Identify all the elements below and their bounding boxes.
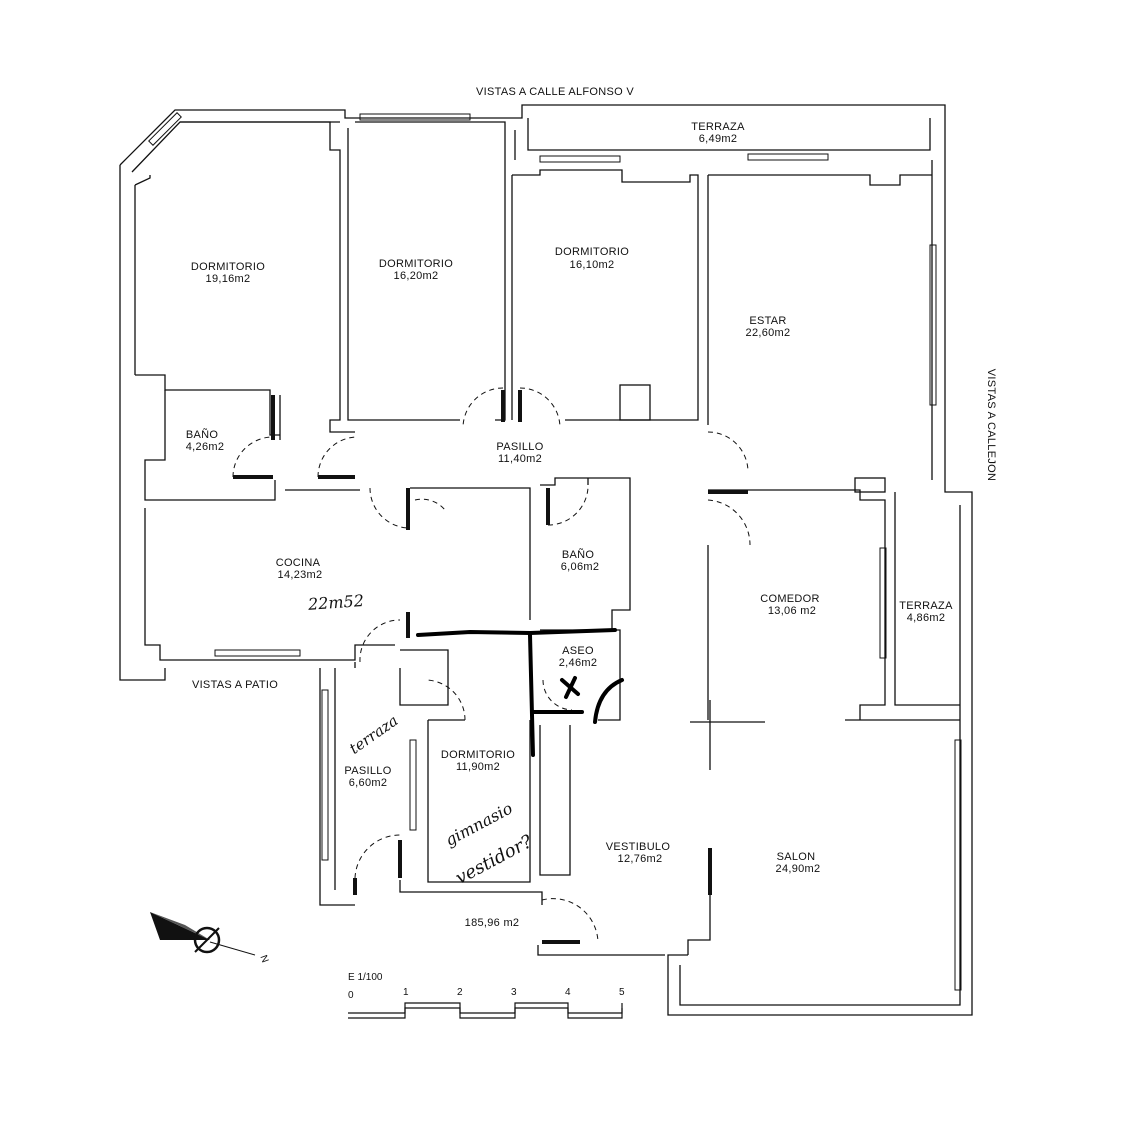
north-arrow-icon: N: [150, 912, 270, 964]
marker-edits: [416, 628, 624, 757]
room-name: ASEO: [562, 645, 594, 657]
room-terraza-top: TERRAZA 6,49m2: [691, 121, 745, 145]
room-estar: ESTAR 22,60m2: [746, 315, 791, 339]
room-pasillo-6-60: PASILLO 6,60m2: [344, 765, 391, 789]
room-name: VESTIBULO: [606, 841, 671, 853]
scale-tick-2: 2: [457, 987, 463, 998]
room-area: 4,26m2: [186, 441, 225, 453]
room-name: COCINA: [276, 557, 321, 569]
room-area: 14,23m2: [278, 569, 323, 581]
room-name: PASILLO: [496, 441, 543, 453]
handwritten-cocina-note: 22m52: [306, 591, 364, 614]
room-dormitorio-19: DORMITORIO 19,16m2: [191, 261, 265, 285]
view-right-label: VISTAS A CALLEJON: [985, 369, 997, 482]
room-area: 16,10m2: [570, 259, 615, 271]
room-area: 16,20m2: [394, 270, 439, 282]
windows: [148, 112, 962, 991]
handwritten-pasillo-note: terraza: [346, 711, 401, 757]
room-area: 24,90m2: [776, 863, 821, 875]
room-dormitorio-16-20: DORMITORIO 16,20m2: [379, 258, 453, 282]
room-bano-6-06: BAÑO 6,06m2: [561, 548, 600, 573]
room-salon: SALON 24,90m2: [776, 851, 821, 875]
room-name: DORMITORIO: [379, 258, 453, 270]
room-area: 12,76m2: [618, 853, 663, 865]
scale-tick-4: 4: [565, 987, 571, 998]
room-name: SALON: [777, 851, 816, 863]
room-area: 6,60m2: [349, 777, 388, 789]
interior-walls: [134, 121, 960, 956]
room-name: BAÑO: [186, 428, 219, 441]
room-area: 13,06 m2: [768, 605, 816, 617]
door-swings: [232, 387, 751, 943]
total-area: 185,96 m2: [465, 917, 520, 929]
room-name: BAÑO: [562, 548, 595, 561]
room-vestibulo: VESTIBULO 12,76m2: [606, 841, 671, 865]
scale-tick-1: 1: [403, 987, 409, 998]
scale-tick-3: 3: [511, 987, 517, 998]
north-label: N: [257, 954, 270, 965]
room-bano-4-26: BAÑO 4,26m2: [186, 428, 225, 453]
room-area: 2,46m2: [559, 657, 598, 669]
room-area: 6,49m2: [699, 133, 738, 145]
room-area: 22,60m2: [746, 327, 791, 339]
wall-stubs: [233, 390, 748, 944]
view-top-label: VISTAS A CALLE ALFONSO V: [476, 86, 634, 98]
room-area: 19,16m2: [206, 273, 251, 285]
room-terraza-right: TERRAZA 4,86m2: [899, 600, 953, 624]
room-area: 6,06m2: [561, 561, 600, 573]
scale-tick-0: 0: [348, 990, 354, 1001]
room-name: TERRAZA: [899, 600, 953, 612]
room-pasillo-11-40: PASILLO 11,40m2: [496, 441, 543, 465]
room-cocina: COCINA 14,23m2: [276, 557, 323, 581]
room-name: DORMITORIO: [441, 749, 515, 761]
room-name: TERRAZA: [691, 121, 745, 133]
scale-tick-5: 5: [619, 987, 625, 998]
room-name: ESTAR: [749, 315, 786, 327]
room-comedor: COMEDOR 13,06 m2: [760, 593, 820, 617]
room-name: COMEDOR: [760, 593, 820, 605]
room-area: 11,40m2: [498, 453, 542, 465]
room-aseo: ASEO 2,46m2: [559, 645, 598, 669]
room-name: DORMITORIO: [191, 261, 265, 273]
room-dormitorio-16-10: DORMITORIO 16,10m2: [555, 246, 629, 271]
view-patio-label: VISTAS A PATIO: [192, 679, 278, 691]
room-name: DORMITORIO: [555, 246, 629, 258]
room-dormitorio-11-90: DORMITORIO 11,90m2: [441, 749, 515, 773]
outer-walls: [119, 104, 973, 1016]
scale-label: E 1/100: [348, 972, 383, 983]
room-area: 4,86m2: [907, 612, 946, 624]
room-name: PASILLO: [344, 765, 391, 777]
room-area: 11,90m2: [456, 761, 500, 773]
scale-bar: E 1/100 0 1 2 3 4 5: [348, 972, 625, 1019]
